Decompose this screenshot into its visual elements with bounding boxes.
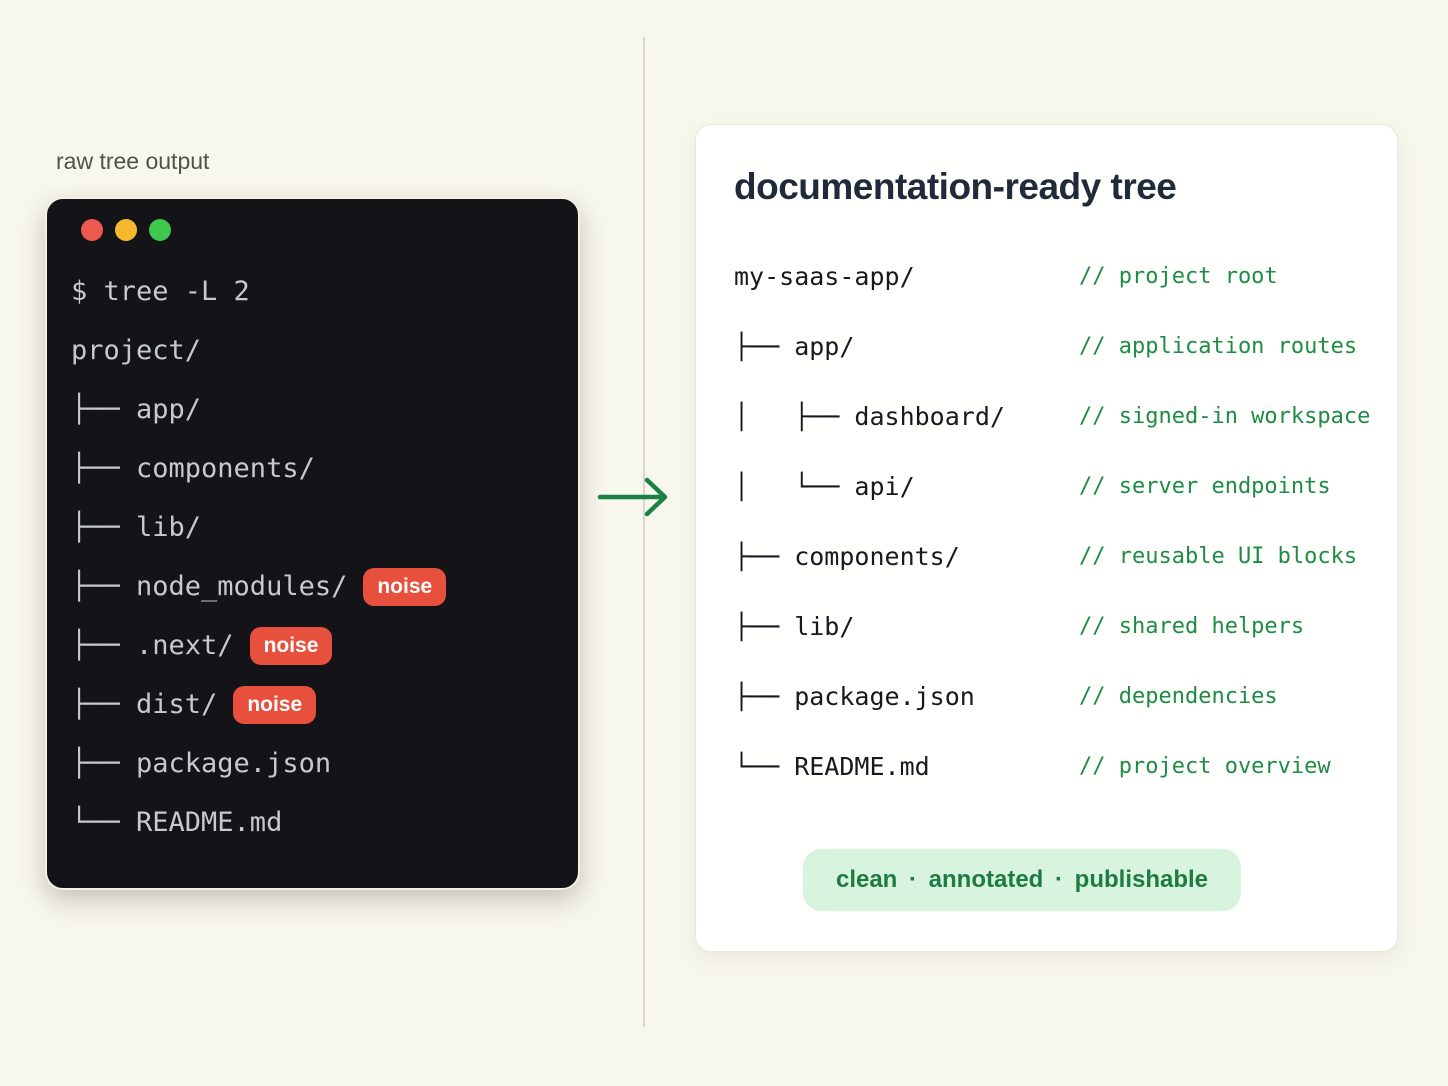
tree-row-comment: // server endpoints: [1079, 473, 1331, 499]
tree-row-name: ├── lib/: [734, 611, 855, 641]
tree-row: my-saas-app/ // project root: [734, 241, 1397, 311]
tree-row-comment: // shared helpers: [1079, 613, 1305, 639]
card-title: documentation-ready tree: [734, 166, 1177, 207]
tree-row: │ └── api/ // server endpoints: [734, 451, 1397, 521]
tree-row-name: │ ├── dashboard/: [734, 401, 1005, 431]
tree-entry: ├── .next/: [71, 630, 234, 661]
noise-badge: noise: [233, 685, 317, 724]
noise-badge: noise: [363, 567, 447, 606]
tree-entry: ├── components/: [71, 453, 315, 484]
terminal-line: ├── components/: [71, 439, 578, 498]
close-button-icon[interactable]: [81, 219, 103, 241]
window-controls: [71, 219, 578, 241]
tree-entry: ├── node_modules/: [71, 571, 348, 602]
tree-row-name: ├── app/: [734, 331, 855, 361]
terminal-line: └── README.md: [71, 793, 578, 852]
divider: [643, 37, 645, 1027]
tree-row-comment: // signed-in workspace: [1079, 403, 1371, 429]
terminal-output: $ tree -L 2 project/ ├── app/ ├── compon…: [71, 262, 578, 852]
tree-row-comment: // project overview: [1079, 753, 1331, 779]
terminal-line: ├── .next/noise: [71, 616, 578, 675]
left-section-label: raw tree output: [56, 148, 210, 174]
terminal-line: $ tree -L 2: [71, 262, 578, 321]
tree-row: ├── components/ // reusable UI blocks: [734, 521, 1397, 591]
tree-entry: ├── app/: [71, 394, 202, 425]
tree-row-name: ├── components/: [734, 541, 960, 571]
tree-entry: └── README.md: [71, 807, 283, 838]
tree-entry: ├── dist/: [71, 689, 218, 720]
terminal-line: project/: [71, 321, 578, 380]
tree-row-comment: // reusable UI blocks: [1079, 543, 1358, 569]
documentation-card: documentation-ready tree my-saas-app/ //…: [695, 124, 1398, 952]
terminal-line: ├── lib/: [71, 498, 578, 557]
terminal-line: ├── node_modules/noise: [71, 557, 578, 616]
tree-entry: ├── lib/: [71, 512, 202, 543]
tree-row-name: │ └── api/: [734, 471, 915, 501]
tree-row: ├── lib/ // shared helpers: [734, 591, 1397, 661]
tree-row-name: ├── package.json: [734, 681, 975, 711]
noise-badge: noise: [249, 626, 333, 665]
tree-row-name: └── README.md: [734, 751, 930, 781]
tree-row: └── README.md // project overview: [734, 731, 1397, 801]
tree-row-name: my-saas-app/: [734, 261, 915, 291]
minimize-button-icon[interactable]: [115, 219, 137, 241]
maximize-button-icon[interactable]: [149, 219, 171, 241]
terminal-line: ├── app/: [71, 380, 578, 439]
annotated-tree: my-saas-app/ // project root ├── app/ //…: [734, 241, 1397, 801]
terminal-line: ├── dist/noise: [71, 675, 578, 734]
tree-row-comment: // dependencies: [1079, 683, 1278, 709]
tree-entry: project/: [71, 335, 202, 366]
terminal-line: ├── package.json: [71, 734, 578, 793]
tree-entry: ├── package.json: [71, 748, 332, 779]
tree-row-comment: // application routes: [1079, 333, 1358, 359]
tree-row: ├── package.json // dependencies: [734, 661, 1397, 731]
tree-row-comment: // project root: [1079, 263, 1278, 289]
terminal-window: $ tree -L 2 project/ ├── app/ ├── compon…: [45, 197, 580, 890]
arrow-right-icon: [597, 477, 668, 517]
status-badge: clean · annotated · publishable: [803, 849, 1241, 911]
tree-row: ├── app/ // application routes: [734, 311, 1397, 381]
tree-row: │ ├── dashboard/ // signed-in workspace: [734, 381, 1397, 451]
terminal-command: $ tree -L 2: [71, 276, 250, 307]
